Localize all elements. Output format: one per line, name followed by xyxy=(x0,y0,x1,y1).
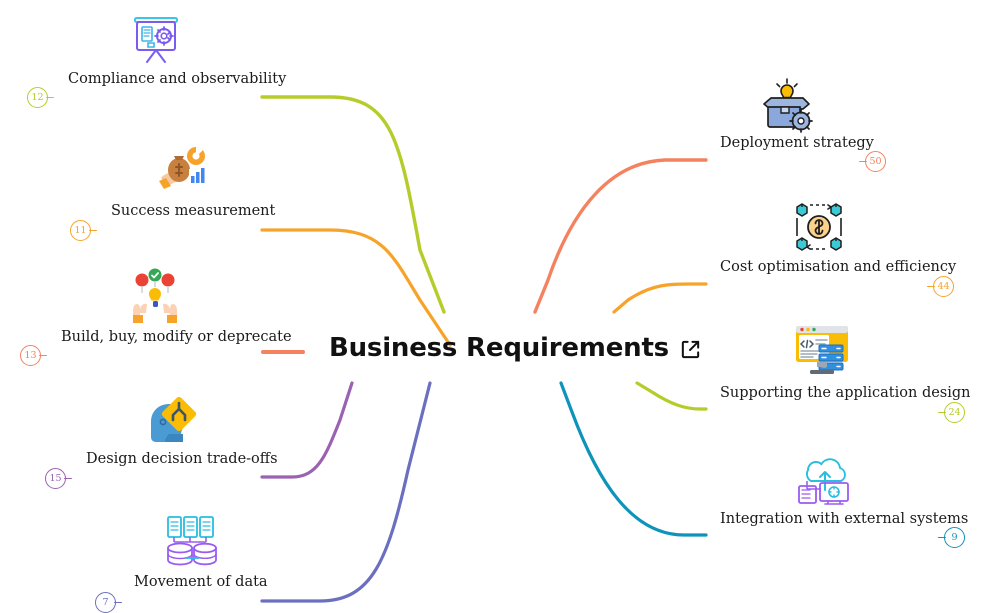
badge-connector-stub xyxy=(114,601,122,604)
node-label-deployment-strategy[interactable]: Deployment strategy xyxy=(720,135,874,151)
status-badge-value: 24 xyxy=(948,406,961,418)
connector-supporting xyxy=(635,381,708,411)
status-badge-value: 11 xyxy=(74,224,87,236)
node-label-compliance[interactable]: Compliance and observability xyxy=(68,71,287,87)
center-connector-stub xyxy=(261,350,305,354)
connector-deployment xyxy=(533,158,708,314)
box-lightbulb-gear-icon xyxy=(757,77,813,133)
monitor-code-servers-icon xyxy=(793,323,851,377)
status-badge-value: 7 xyxy=(102,596,109,608)
external-link-icon[interactable] xyxy=(679,338,702,361)
hands-lightbulb-icon xyxy=(127,267,183,323)
status-badge-value: 9 xyxy=(951,531,958,543)
node-label-integration-external-systems[interactable]: Integration with external systems xyxy=(720,511,969,527)
status-badge-design-decision[interactable]: 15 xyxy=(45,468,72,489)
page-title: Business Requirements xyxy=(329,333,669,363)
node-label-cost-optimisation[interactable]: Cost optimisation and efficiency xyxy=(720,259,957,275)
status-badge-movement-of-data[interactable]: 7 xyxy=(95,592,122,613)
status-badge-integration-external-systems[interactable]: 9 xyxy=(938,527,965,548)
badge-connector-stub xyxy=(64,477,72,480)
status-badge-supporting-application-design[interactable]: 24 xyxy=(938,402,965,423)
status-badge-value: 50 xyxy=(869,155,882,167)
center-node[interactable]: Business Requirements xyxy=(329,333,702,363)
status-badge-cost-optimisation[interactable]: 44 xyxy=(927,276,954,297)
status-badge-value: 13 xyxy=(24,349,37,361)
connector-cost xyxy=(612,282,708,314)
status-badge-value: 15 xyxy=(49,472,62,484)
money-bag-chart-icon xyxy=(153,140,209,196)
status-badge-build-buy-modify[interactable]: 13 xyxy=(20,345,47,366)
node-label-movement-of-data[interactable]: Movement of data xyxy=(134,574,268,590)
badge-connector-stub xyxy=(89,229,97,232)
badge-connector-stub xyxy=(859,160,867,163)
node-label-build-buy-modify[interactable]: Build, buy, modify or deprecate xyxy=(61,329,292,345)
database-servers-icon xyxy=(163,512,219,568)
cost-cycle-icon xyxy=(791,199,847,255)
status-badge-success-measurement[interactable]: 11 xyxy=(70,220,97,241)
presentation-gear-icon xyxy=(128,8,184,64)
badge-connector-stub xyxy=(39,354,47,357)
node-label-design-decision[interactable]: Design decision trade-offs xyxy=(86,451,278,467)
node-label-supporting-application-design[interactable]: Supporting the application design xyxy=(720,385,971,401)
badge-connector-stub xyxy=(46,96,54,99)
status-badge-compliance[interactable]: 12 xyxy=(27,87,54,108)
head-decision-icon xyxy=(141,392,197,448)
connector-compliance xyxy=(260,95,446,314)
badge-connector-stub xyxy=(938,536,946,539)
badge-connector-stub xyxy=(938,411,946,414)
connector-movement-data xyxy=(260,381,432,603)
status-badge-value: 44 xyxy=(937,280,950,292)
cloud-integration-icon xyxy=(795,450,851,506)
status-badge-value: 12 xyxy=(31,91,44,103)
badge-connector-stub xyxy=(927,285,935,288)
connector-integration xyxy=(559,381,708,537)
connector-success xyxy=(260,228,452,347)
node-label-success-measurement[interactable]: Success measurement xyxy=(111,203,276,219)
status-badge-deployment-strategy[interactable]: 50 xyxy=(859,151,886,172)
